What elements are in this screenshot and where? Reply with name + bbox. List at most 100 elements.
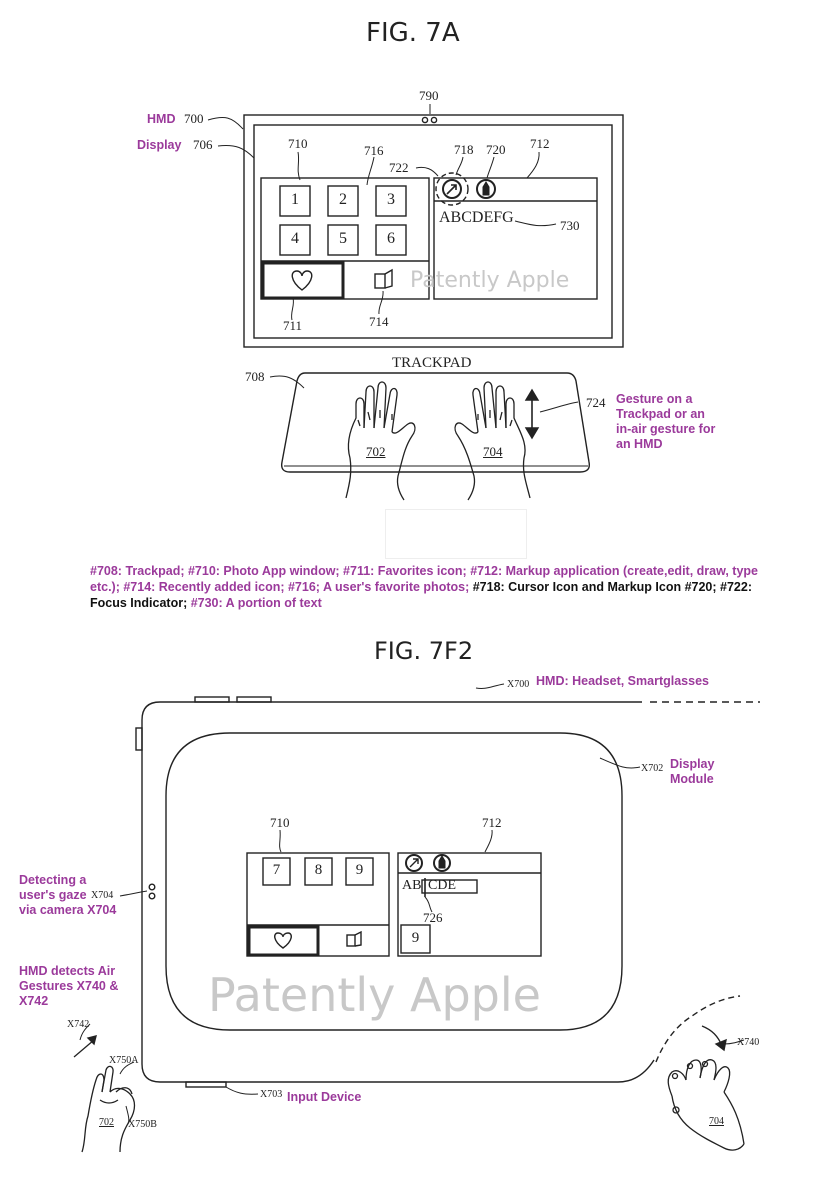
ref-718: 718	[454, 142, 474, 158]
camera-790-lens-left	[422, 117, 427, 122]
ref-722: 722	[389, 160, 409, 176]
leader-714	[379, 291, 383, 314]
leader-724	[540, 402, 578, 412]
photo-tile-7: 7	[263, 862, 290, 879]
gaze-callout-line-3: via camera X704	[19, 903, 116, 918]
markup-text-prefix: AB	[402, 878, 421, 894]
gesture-arrow-x740-head	[716, 1040, 726, 1050]
ref-712: 712	[530, 136, 550, 152]
ref-708: 708	[245, 369, 265, 385]
photo-tile-3: 3	[376, 191, 406, 209]
dropped-photo-tile: 9	[401, 930, 430, 947]
photo-tile-8: 8	[305, 862, 332, 879]
leader-716	[367, 157, 374, 185]
leader-720	[487, 157, 494, 178]
gesture-callout-line-1: Gesture on a	[616, 392, 715, 407]
gesture-callout-line-2: Trackpad or an	[616, 407, 715, 422]
photo-tile-2: 2	[328, 191, 358, 209]
favorites-icon-711-box	[263, 263, 343, 298]
display-module-label-line-2: Module	[670, 772, 714, 787]
recently-added-icon	[375, 274, 385, 288]
figure-title-7a: FIG. 7A	[366, 18, 460, 48]
recently-added-icon-flap-f2	[355, 932, 361, 946]
leader-710-f2	[280, 830, 281, 852]
recently-added-icon-flap	[385, 270, 392, 288]
hand-702-outline	[346, 382, 415, 500]
gesture-arrow-up	[526, 390, 538, 400]
cursor-icon-arrow	[447, 185, 456, 194]
leader-718	[456, 157, 463, 175]
ref-x750b: X750B	[128, 1119, 157, 1130]
display-706-leader	[218, 146, 254, 159]
camera-790-lens-right	[431, 117, 436, 122]
leader-712	[527, 152, 539, 178]
air-gesture-callout-line-2: Gestures X740 &	[19, 979, 118, 994]
leader-708	[270, 376, 304, 388]
headset-top-button-1	[195, 697, 229, 702]
photo-tile-6: 6	[376, 230, 406, 248]
leader-x704	[120, 891, 147, 896]
ref-710-f2: 710	[270, 815, 290, 831]
markup-text-suffix: CDE	[428, 878, 456, 894]
photo-tile-9: 9	[346, 862, 373, 879]
input-device-label: Input Device	[287, 1090, 361, 1105]
hmd-headset-label: HMD: Headset, Smartglasses	[536, 674, 709, 689]
input-device-x703	[186, 1082, 226, 1087]
photo-tile-5: 5	[328, 230, 358, 248]
gesture-arrow-down	[526, 428, 538, 438]
air-gesture-callout-line-1: HMD detects Air	[19, 964, 118, 979]
ref-730: 730	[560, 218, 580, 234]
hand-704-f2-outline	[668, 1060, 744, 1150]
photo-tile-1: 1	[280, 191, 310, 209]
ref-726: 726	[423, 910, 443, 926]
ref-x702: X702	[641, 763, 663, 774]
leader-712-f2	[485, 830, 492, 852]
display-ref-706: 706	[193, 137, 213, 153]
watermark-7a: Patently Apple	[410, 268, 569, 293]
ref-714: 714	[369, 314, 389, 330]
ref-716: 716	[364, 143, 384, 159]
display-module-label: Display Module	[670, 757, 714, 787]
ref-x742: X742	[67, 1019, 89, 1030]
heart-icon	[292, 271, 311, 290]
leader-x703	[226, 1087, 258, 1094]
trackpad-708	[282, 373, 590, 472]
leader-730	[515, 221, 556, 226]
hand-704-outline	[455, 382, 530, 500]
heart-icon	[275, 933, 292, 948]
cursor-icon-arrow-f2	[410, 859, 418, 867]
ref-x700: X700	[507, 679, 529, 690]
ref-702-f2: 702	[99, 1117, 114, 1128]
gesture-callout-line-4: an HMD	[616, 437, 715, 452]
camera-ref-790: 790	[419, 88, 439, 104]
gesture-arrow-x742-head	[88, 1036, 96, 1044]
gesture-arrow-x742	[74, 1040, 94, 1057]
air-gesture-callout-line-3: X742	[19, 994, 118, 1009]
gesture-arc-x740	[656, 996, 740, 1062]
markup-pen-icon	[439, 856, 445, 868]
hmd-label: HMD	[147, 112, 175, 127]
display-module-label-line-1: Display	[670, 757, 714, 772]
ref-711: 711	[283, 318, 302, 334]
leader-710	[298, 152, 300, 180]
caption-part-3: #730: A portion of text	[191, 596, 322, 610]
gesture-callout: Gesture on a Trackpad or an in-air gestu…	[616, 392, 715, 452]
air-gesture-callout: HMD detects Air Gestures X740 & X742	[19, 964, 118, 1009]
ref-704-f2: 704	[709, 1116, 724, 1127]
blank-box	[386, 510, 526, 558]
gaze-callout-line-1: Detecting a	[19, 873, 116, 888]
ref-724: 724	[586, 395, 606, 411]
markup-text-730: ABCDEFG	[439, 209, 514, 227]
gesture-callout-line-3: in-air gesture for	[616, 422, 715, 437]
ref-720: 720	[486, 142, 506, 158]
markup-pen-icon	[483, 182, 489, 195]
hmd-700-leader	[208, 117, 243, 129]
figure-title-7f2: FIG. 7F2	[374, 637, 473, 665]
leader-x702	[600, 758, 640, 768]
trackpad-label: TRACKPAD	[392, 355, 471, 372]
hmd-ref-700: 700	[184, 111, 204, 127]
favorites-icon-f2-box	[249, 927, 318, 955]
watermark-7f2: Patently Apple	[208, 968, 541, 1022]
ref-704: 704	[483, 444, 503, 460]
